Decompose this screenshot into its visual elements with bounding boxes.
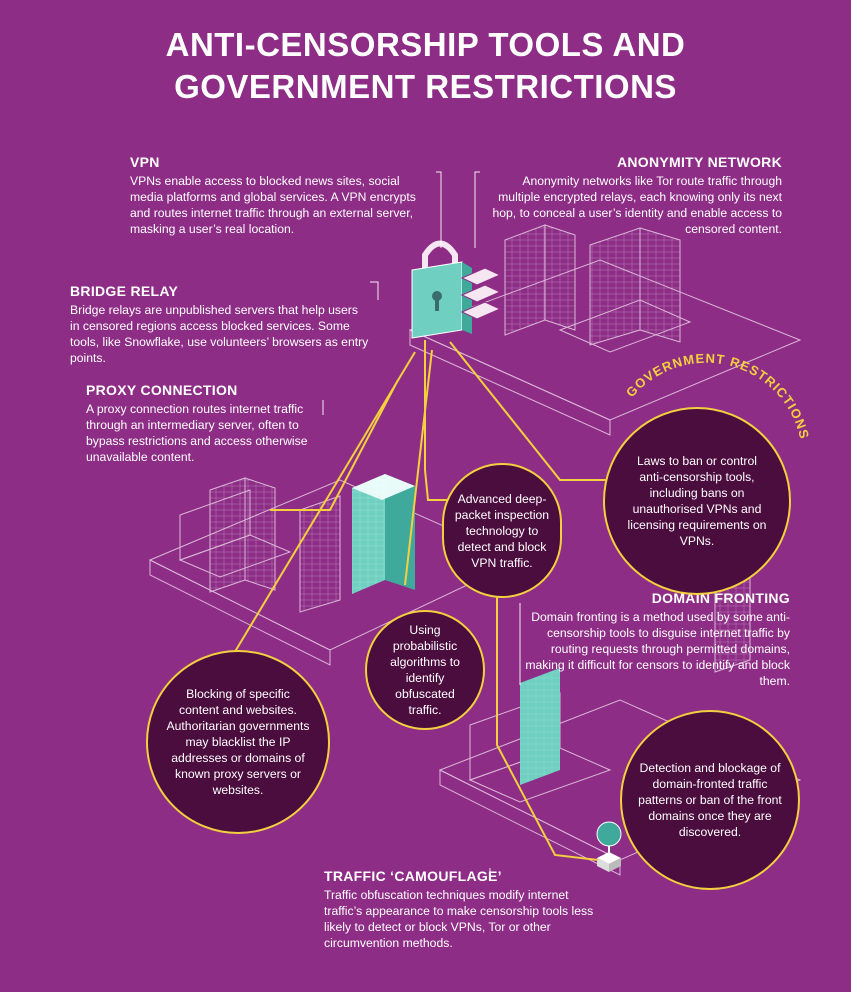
anonymity-network-section: ANONYMITY NETWORK Anonymity networks lik…: [478, 154, 782, 237]
anonymity-network-text: Anonymity networks like Tor route traffi…: [492, 174, 782, 236]
screen-icon: [520, 668, 560, 785]
proxy-connection-text: A proxy connection routes internet traff…: [86, 402, 308, 464]
padlock-icon: [411, 240, 472, 339]
bridge-relay-section: BRIDGE RELAY Bridge relays are unpublish…: [70, 283, 370, 366]
probabilistic-text: Using probabilistic algorithms to identi…: [390, 623, 460, 717]
page-title: ANTI-CENSORSHIP TOOLS AND GOVERNMENT RES…: [0, 24, 851, 108]
proxy-connection-heading: PROXY CONNECTION: [86, 382, 238, 398]
traffic-camouflage-heading: TRAFFIC ‘CAMOUFLAGE’: [324, 868, 502, 884]
domain-fronting-section: DOMAIN FRONTING Domain fronting is a met…: [520, 590, 790, 689]
vpn-heading: VPN: [130, 154, 160, 170]
blocking-circle: Blocking of specific content and website…: [146, 650, 330, 834]
title-line-2: GOVERNMENT RESTRICTIONS: [174, 68, 677, 105]
anonymity-network-heading: ANONYMITY NETWORK: [616, 154, 782, 170]
proxy-connection-section: PROXY CONNECTION A proxy connection rout…: [86, 382, 326, 465]
detection-circle: Detection and blockage of domain-fronted…: [620, 710, 800, 890]
bridge-relay-text: Bridge relays are unpublished servers th…: [70, 303, 369, 365]
domain-fronting-text: Domain fronting is a method used by some…: [525, 610, 790, 688]
traffic-camouflage-text: Traffic obfuscation techniques modify in…: [324, 888, 594, 950]
probabilistic-circle: Using probabilistic algorithms to identi…: [365, 610, 485, 730]
vpn-section: VPN VPNs enable access to blocked news s…: [130, 154, 435, 237]
domain-fronting-heading: DOMAIN FRONTING: [651, 590, 790, 606]
dpi-text: Advanced deep-packet inspection technolo…: [454, 491, 550, 570]
isometric-scenery: [148, 224, 802, 876]
bridge-relay-heading: BRIDGE RELAY: [70, 283, 179, 299]
globe-node-icon: [596, 821, 622, 872]
detection-text: Detection and blockage of domain-fronted…: [638, 761, 782, 839]
title-line-1: ANTI-CENSORSHIP TOOLS AND: [165, 26, 686, 63]
dpi-circle: Advanced deep-packet inspection technolo…: [442, 463, 562, 598]
laws-text: Laws to ban or control anti-censorship t…: [627, 454, 767, 548]
vpn-text: VPNs enable access to blocked news sites…: [130, 174, 416, 236]
server-stack-icon: [460, 267, 502, 320]
blocking-text: Blocking of specific content and website…: [166, 687, 310, 797]
laws-circle: Laws to ban or control anti-censorship t…: [603, 407, 791, 595]
traffic-camouflage-section: TRAFFIC ‘CAMOUFLAGE’ Traffic obfuscation…: [324, 868, 604, 951]
leader-lines: [322, 171, 521, 880]
